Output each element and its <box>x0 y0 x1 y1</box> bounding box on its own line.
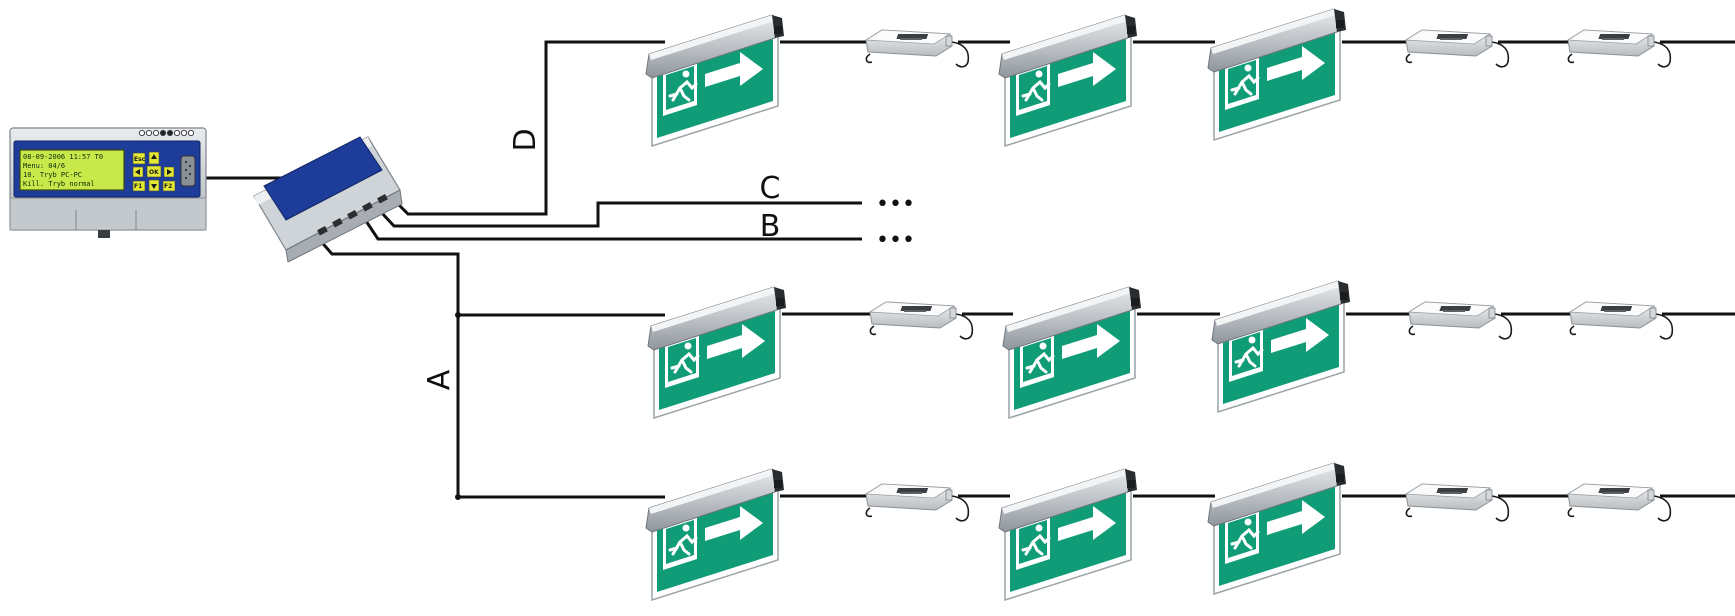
line-a-wire <box>316 237 460 497</box>
exit-sign-icon <box>646 285 788 420</box>
line-c-label: C <box>760 171 781 206</box>
line-b-label: B <box>760 209 781 244</box>
ballast-icon <box>1569 301 1674 340</box>
splitter-icon <box>253 136 403 263</box>
exit-sign-icon <box>644 13 786 148</box>
ballast-icon <box>865 483 970 522</box>
exit-sign-icon <box>644 467 786 602</box>
exit-sign-icon <box>1206 461 1348 596</box>
ballast-icon <box>1408 301 1513 340</box>
controller-icon: 08-09-2006 11:57 T0 Menu: 04/6 10. Tryb … <box>9 127 207 238</box>
key-ok: OK <box>149 169 159 176</box>
lcd-line-4: Kill. Tryb normal <box>23 180 95 188</box>
ballast-icon <box>865 29 970 68</box>
line-b-continuation: ••• <box>876 228 915 253</box>
exit-sign-icon <box>997 13 1139 148</box>
lcd-line-3: 10. Tryb PC-PC <box>23 171 82 179</box>
ballast-icon <box>1567 483 1672 522</box>
line-d-wire <box>394 40 665 216</box>
exit-sign-icon <box>997 467 1139 602</box>
exit-sign-icon <box>1206 7 1348 142</box>
ballast-icon <box>869 301 974 340</box>
line-a-label: A <box>422 369 457 390</box>
ballast-icon <box>1405 29 1510 68</box>
exit-sign-icon <box>1210 279 1352 414</box>
wiring <box>204 40 1735 499</box>
ballast-icon <box>1567 29 1672 68</box>
key-f1: F1 <box>134 183 142 190</box>
line-c-continuation: ••• <box>876 192 915 217</box>
lcd-line-1: 08-09-2006 11:57 T0 <box>23 153 103 161</box>
lcd-line-2: Menu: 04/6 <box>23 162 65 170</box>
line-c-wire <box>378 201 862 228</box>
key-esc: Esc <box>134 156 146 163</box>
exit-sign-icon <box>1001 285 1143 420</box>
line-b-wire <box>364 220 862 241</box>
line-d-label: D <box>508 128 543 151</box>
key-f2: F2 <box>164 183 172 190</box>
ballast-icon <box>1405 483 1510 522</box>
